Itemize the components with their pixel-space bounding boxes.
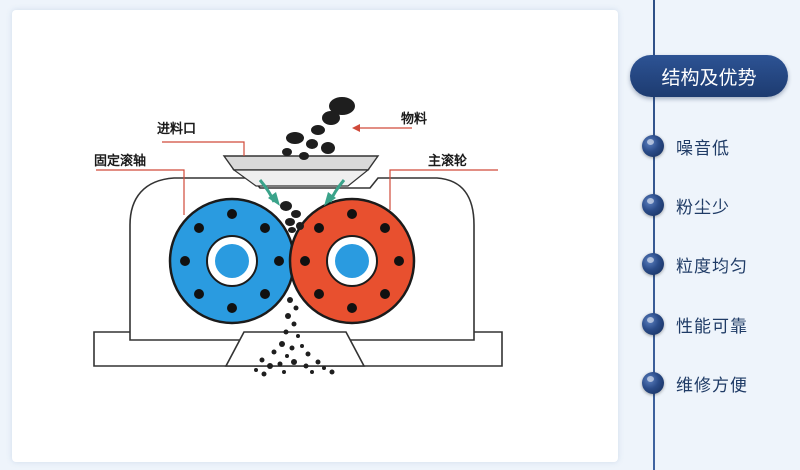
bullet-dot-icon <box>642 313 664 335</box>
roller-crusher-diagram <box>93 97 503 377</box>
bullet-dot-icon <box>642 194 664 216</box>
feed-chute <box>232 169 370 187</box>
label-fixed-roller: 固定滚轴 <box>94 154 147 169</box>
label-material: 物料 <box>401 112 428 127</box>
leader-main-roller <box>389 169 498 210</box>
leader-fixed-roller <box>96 169 185 215</box>
section-title: 结构及优势 <box>630 55 788 97</box>
material-stones-top <box>282 97 355 160</box>
crushed-output <box>254 297 335 377</box>
feature-label: 维修方便 <box>676 375 748 396</box>
feature-item: 维修方便 <box>642 368 748 398</box>
bullet-dot-icon <box>642 372 664 394</box>
label-main-roller: 主滚轮 <box>428 154 468 169</box>
fixed-roller <box>168 197 296 325</box>
leader-feed-inlet <box>162 141 245 156</box>
main-roller <box>288 197 416 325</box>
material-stones-gap <box>280 201 304 233</box>
feature-label: 性能可靠 <box>676 316 748 337</box>
label-feed-inlet: 进料口 <box>157 122 197 137</box>
timeline-line <box>653 0 655 470</box>
feature-item: 粒度均匀 <box>642 249 748 279</box>
discharge-opening <box>224 331 366 367</box>
diagram-card: 进料口 物料 固定滚轴 主滚轮 <box>12 10 618 462</box>
feature-item: 性能可靠 <box>642 309 748 339</box>
feature-item: 粉尘少 <box>642 190 730 220</box>
feature-label: 粉尘少 <box>676 197 730 218</box>
feature-label: 粒度均匀 <box>676 256 748 277</box>
bullet-dot-icon <box>642 253 664 275</box>
feature-label: 噪音低 <box>676 138 730 159</box>
bullet-dot-icon <box>642 135 664 157</box>
features-sidebar: 结构及优势 噪音低 粉尘少 粒度均匀 性能可靠 维修方便 <box>620 0 800 470</box>
feature-item: 噪音低 <box>642 131 730 161</box>
